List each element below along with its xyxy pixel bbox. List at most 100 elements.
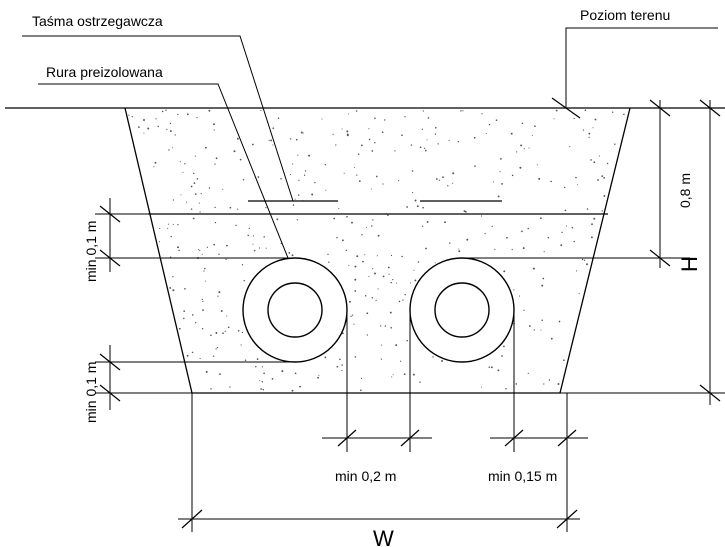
sand-speckle — [495, 119, 498, 122]
sand-speckle — [424, 149, 427, 152]
sand-speckle — [390, 326, 393, 329]
sand-speckle — [425, 247, 427, 250]
sand-speckle — [131, 115, 133, 118]
sand-speckle — [222, 188, 224, 190]
dim-tick — [400, 429, 420, 447]
sand-speckle — [473, 136, 476, 139]
sand-speckle — [226, 315, 228, 317]
sand-speckle — [169, 286, 172, 289]
sand-speckle — [550, 180, 552, 183]
sand-speckle — [422, 206, 424, 209]
sand-speckle — [333, 217, 336, 220]
sand-speckle — [208, 187, 211, 189]
sand-speckle — [480, 386, 482, 388]
sand-speckle — [213, 123, 215, 126]
sand-speckle — [197, 249, 200, 251]
sand-speckle — [346, 133, 349, 136]
sand-speckle — [412, 373, 415, 376]
sand-speckle — [575, 176, 577, 179]
sand-speckle — [204, 267, 206, 270]
sand-speckle — [374, 141, 376, 144]
sand-speckle — [289, 138, 292, 140]
sand-speckle — [481, 113, 483, 115]
sand-speckle — [528, 147, 530, 149]
sand-speckle — [361, 144, 363, 147]
sand-speckle — [371, 296, 374, 299]
sand-speckle — [503, 270, 506, 273]
sand-speckle — [382, 275, 385, 278]
sand-speckle — [543, 251, 545, 253]
sand-speckle — [523, 148, 525, 150]
sand-speckle — [452, 182, 454, 184]
sand-speckle — [314, 181, 316, 184]
sand-speckle — [261, 366, 264, 368]
sand-speckle — [413, 269, 415, 271]
sand-speckle — [222, 332, 224, 335]
sand-speckle — [171, 147, 173, 149]
sand-speckle — [380, 358, 383, 360]
sand-speckle — [564, 209, 567, 212]
sand-speckle — [550, 337, 553, 340]
sand-speckle — [325, 189, 327, 191]
sand-speckle — [571, 226, 574, 229]
sand-speckle — [253, 249, 256, 252]
sand-speckle — [358, 180, 361, 182]
sand-speckle — [263, 372, 265, 375]
sand-speckle — [200, 193, 202, 195]
sand-speckle — [242, 179, 245, 181]
sand-speckle — [167, 227, 169, 229]
sand-speckle — [346, 130, 349, 133]
sand-speckle — [191, 351, 194, 354]
dim-tick — [504, 429, 524, 447]
sand-speckle — [217, 295, 219, 297]
sand-speckle — [190, 208, 193, 210]
sand-speckle — [577, 184, 579, 186]
sand-speckle — [159, 228, 161, 230]
sand-speckle — [172, 199, 175, 201]
dim-tick — [337, 429, 357, 447]
sand-speckle — [398, 180, 400, 182]
sand-speckle — [157, 125, 159, 128]
sand-speckle — [252, 143, 254, 146]
sand-speckle — [299, 385, 302, 388]
sand-speckle — [215, 332, 218, 334]
sand-speckle — [194, 193, 197, 195]
label-warning-tape: Taśma ostrzegawcza — [32, 13, 163, 29]
sand-speckle — [586, 208, 589, 210]
sand-speckle — [575, 270, 578, 272]
sand-speckle — [128, 114, 130, 116]
sand-speckle — [390, 282, 392, 284]
sand-speckle — [372, 219, 374, 221]
sand-speckle — [182, 171, 184, 173]
sand-speckle — [180, 194, 182, 196]
sand-speckle — [350, 315, 352, 318]
sand-speckle — [202, 309, 204, 311]
sand-speckle — [569, 146, 571, 148]
sand-speckle — [177, 223, 179, 226]
sand-speckle — [484, 232, 486, 235]
warning-tape-leader — [22, 35, 294, 202]
sand-speckle — [590, 236, 593, 239]
sand-speckle — [298, 179, 300, 181]
sand-speckle — [328, 261, 330, 263]
sand-speckle — [376, 255, 378, 257]
sand-speckle — [341, 364, 343, 366]
sand-speckle — [434, 133, 437, 135]
sand-speckle — [541, 319, 543, 322]
sand-speckle — [532, 267, 535, 270]
sand-speckle — [460, 110, 462, 112]
sand-speckle — [611, 111, 614, 113]
sand-speckle — [208, 109, 211, 112]
sand-speckle — [220, 310, 223, 312]
sand-speckle — [206, 246, 209, 248]
sand-speckle — [318, 374, 320, 376]
sand-speckle — [336, 237, 338, 239]
sand-speckle — [395, 344, 398, 347]
sand-speckle — [510, 132, 513, 135]
sand-speckle — [177, 246, 179, 249]
sand-speckle — [277, 117, 280, 120]
sand-speckle — [291, 389, 294, 392]
sand-speckle — [247, 234, 249, 237]
sand-speckle — [229, 386, 231, 388]
dim-tick — [99, 384, 121, 402]
